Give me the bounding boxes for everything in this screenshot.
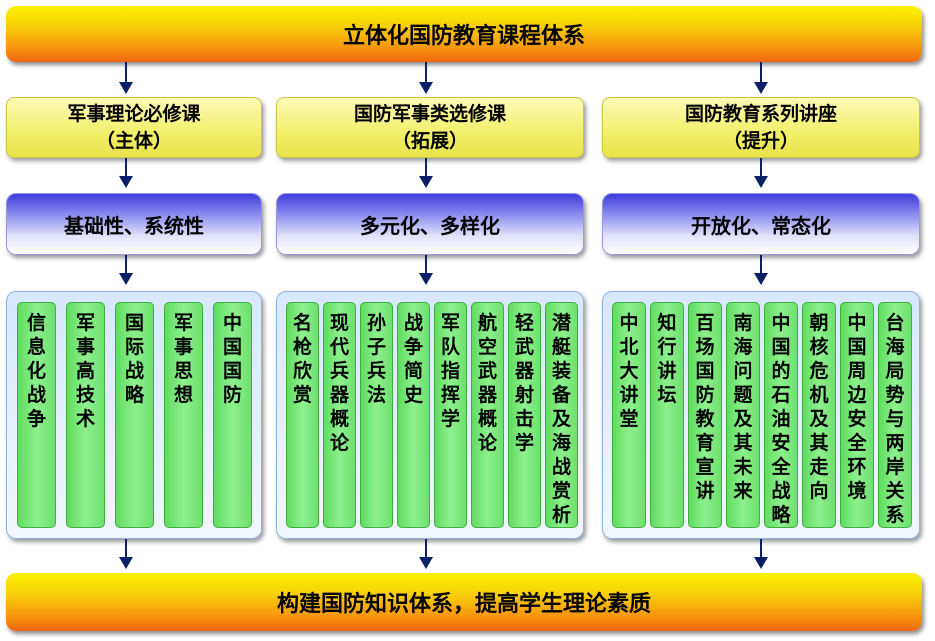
course-name: 国防教育系列讲座 [684, 102, 837, 125]
feature-label: 基础性、系统性 [64, 213, 204, 238]
topic-column: 军事思想 [164, 302, 203, 528]
feature-label: 多元化、多样化 [360, 213, 500, 238]
topic-column: 中北大讲堂 [612, 302, 646, 528]
feature-box-elective: 多元化、多样化 [276, 193, 584, 255]
topic-column: 名枪欣赏 [286, 302, 319, 528]
topic-column: 台海局势与两岸关系 [878, 302, 912, 528]
topic-column: 百场国防教育宣讲 [688, 302, 722, 528]
feature-box-lectures: 开放化、常态化 [602, 193, 920, 255]
topic-column: 军队指挥学 [434, 302, 467, 528]
topic-column: 信息化战争 [17, 302, 56, 528]
topic-column: 战争简史 [397, 302, 430, 528]
feature-box-compulsory: 基础性、系统性 [6, 193, 262, 255]
course-role: （提升） [722, 129, 799, 152]
topic-column: 孙子兵法 [360, 302, 393, 528]
topic-column: 现代兵器概论 [323, 302, 356, 528]
course-box-elective: 国防军事类选修课 （拓展） [276, 97, 584, 158]
topic-column: 航空武器概论 [471, 302, 504, 528]
top-title-bar: 立体化国防教育课程体系 [6, 6, 922, 62]
bottom-title: 构建国防知识体系，提高学生理论素质 [276, 592, 651, 617]
top-title: 立体化国防教育课程体系 [342, 24, 585, 49]
course-role: （拓展） [391, 129, 468, 152]
topic-column: 知行讲坛 [650, 302, 684, 528]
course-box-lectures: 国防教育系列讲座 （提升） [602, 97, 920, 158]
topic-column: 国际战略 [115, 302, 154, 528]
bottom-goal-bar: 构建国防知识体系，提高学生理论素质 [6, 573, 922, 631]
topic-column: 南海问题及其未来 [726, 302, 760, 528]
topic-column: 中国周边安全环境 [840, 302, 874, 528]
course-name: 国防军事类选修课 [353, 102, 506, 125]
topic-panel-compulsory: 信息化战争 军事高技术 国际战略 军事思想 中国国防 [6, 291, 262, 539]
course-box-compulsory: 军事理论必修课 （主体） [6, 97, 262, 158]
feature-label: 开放化、常态化 [691, 213, 831, 238]
topic-panel-elective: 名枪欣赏 现代兵器概论 孙子兵法 战争简史 军队指挥学 航空武器概论 轻武器射击… [276, 291, 584, 539]
course-name: 军事理论必修课 [67, 102, 201, 125]
course-role: （主体） [95, 129, 172, 152]
topic-column: 轻武器射击学 [508, 302, 541, 528]
topic-column: 潜艇装备及海战赏析 [545, 302, 578, 528]
topic-column: 朝核危机及其走向 [802, 302, 836, 528]
topic-column: 军事高技术 [66, 302, 105, 528]
topic-panel-lectures: 中北大讲堂 知行讲坛 百场国防教育宣讲 南海问题及其未来 中国的石油安全战略 朝… [602, 291, 920, 539]
topic-column: 中国的石油安全战略 [764, 302, 798, 528]
topic-column: 中国国防 [213, 302, 252, 528]
